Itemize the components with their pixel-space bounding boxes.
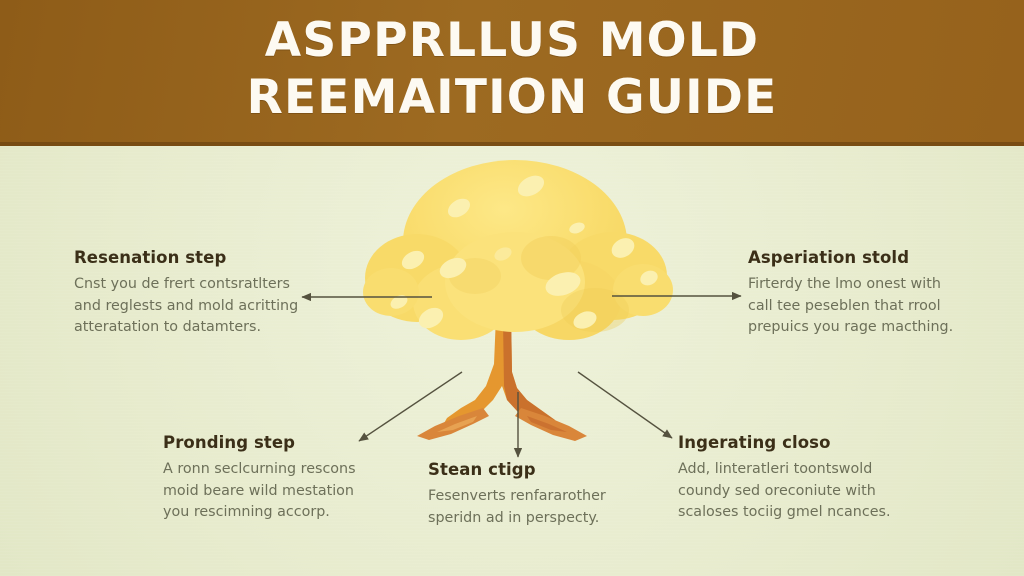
- tree-illustration: [355, 150, 675, 450]
- callout-bottom-middle-body: Fesenverts renfararother speridn ad in p…: [428, 488, 606, 526]
- callout-bottom-left-title: Pronding step: [163, 433, 296, 452]
- page-title: ASPPRLLUS MOLD REEMAITION GUIDE: [246, 13, 778, 125]
- tree-canopy: [363, 160, 673, 340]
- callout-bottom-left: Pronding step A ronn seclcurning rescons…: [163, 433, 378, 524]
- callout-bottom-middle-title: Stean ctigp: [428, 460, 536, 479]
- callout-bottom-right-body: Add, linteratleri toontswold coundy sed …: [678, 461, 891, 520]
- callout-top-left-body: Cnst you de frert contsratlters and regl…: [74, 276, 299, 335]
- header-band: ASPPRLLUS MOLD REEMAITION GUIDE: [0, 0, 1024, 146]
- callout-bottom-left-body: A ronn seclcurning rescons moid beare wi…: [163, 461, 356, 520]
- callout-top-right: Asperiation stold Firterdy the lmo onest…: [748, 248, 973, 339]
- callout-top-left: Resenation step Cnst you de frert contsr…: [74, 248, 309, 339]
- callout-bottom-middle: Stean ctigp Fesenverts renfararother spe…: [428, 460, 643, 529]
- callout-top-left-title: Resenation step: [74, 248, 227, 267]
- callout-top-right-body: Firterdy the lmo onest with call tee pes…: [748, 276, 954, 335]
- callout-bottom-right: Ingerating closo Add, linteratleri toont…: [678, 433, 903, 524]
- callout-bottom-right-title: Ingerating closo: [678, 433, 831, 452]
- callout-top-right-title: Asperiation stold: [748, 248, 910, 267]
